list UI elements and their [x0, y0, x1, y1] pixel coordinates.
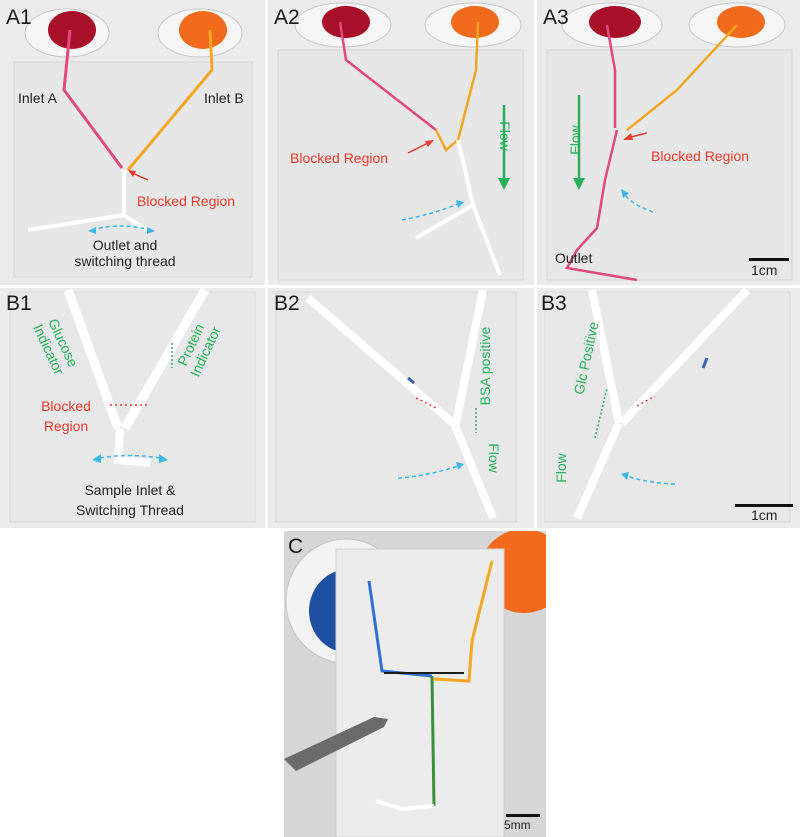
- panel-b3: B3 Glc Positive Flow 1cm: [537, 288, 800, 528]
- panel-b1: B1 Glucose Indicator Protein Indicator B…: [0, 288, 265, 528]
- inlet-a-label: Inlet A: [18, 90, 57, 106]
- outlet-label-line2: switching thread: [74, 253, 176, 269]
- blocked-region-label: Blocked Region: [137, 193, 236, 209]
- sample-inlet-line1: Sample Inlet &: [84, 482, 176, 498]
- panel-a2-photo: [268, 0, 534, 285]
- panel-c: C 5mm: [284, 531, 546, 837]
- scale-bar-label: 1cm: [751, 507, 778, 523]
- panel-a1-label: A1: [6, 6, 32, 29]
- bsa-positive-label: BSA positive: [477, 326, 493, 406]
- flow-label: Flow: [567, 125, 583, 155]
- panel-b1-photo: [0, 288, 265, 528]
- panel-a1: A1 Inlet A Inlet B Blocked Region Outlet…: [0, 0, 265, 285]
- scale-bar: [749, 258, 789, 261]
- blocked-region-line1: Blocked: [41, 398, 91, 414]
- scale-bar-label: 5mm: [504, 818, 531, 832]
- panel-a2-label: A2: [274, 6, 300, 29]
- panel-b3-photo: [537, 288, 800, 528]
- sample-inlet-line2: Switching Thread: [76, 502, 184, 518]
- panel-b3-label: B3: [541, 292, 567, 315]
- blocked-region-label: Blocked Region: [26, 396, 106, 436]
- blocked-region-label: Blocked Region: [290, 150, 389, 166]
- panel-c-label: C: [288, 535, 304, 558]
- flow-label: Flow: [553, 453, 569, 483]
- panel-b2: B2 BSA positive Flow: [268, 288, 534, 528]
- panel-a3: A3 Flow Blocked Region Outlet 1cm: [537, 0, 800, 285]
- panel-a1-photo: [0, 0, 265, 285]
- panel-c-photo: [284, 531, 546, 837]
- blocked-region-label: Blocked Region: [651, 148, 750, 164]
- flow-label: Flow: [497, 121, 513, 151]
- inlet-b-label: Inlet B: [204, 90, 244, 106]
- panel-b2-photo: [268, 288, 534, 528]
- panel-b1-label: B1: [6, 292, 32, 315]
- outlet-label: Outlet: [555, 250, 593, 266]
- scale-bar: [506, 814, 540, 817]
- sample-inlet-label: Sample Inlet & Switching Thread: [40, 480, 220, 520]
- panel-b2-label: B2: [274, 292, 300, 315]
- outlet-label-line1: Outlet and: [92, 237, 158, 253]
- panel-a3-label: A3: [543, 6, 569, 29]
- outlet-label: Outlet and switching thread: [55, 237, 195, 269]
- blocked-region-line2: Region: [43, 418, 89, 434]
- panel-a2: A2 Blocked Region Flow: [268, 0, 534, 285]
- panel-a3-photo: [537, 0, 800, 285]
- scale-bar: [735, 504, 793, 507]
- scale-bar-label: 1cm: [751, 262, 778, 278]
- flow-label: Flow: [486, 443, 502, 473]
